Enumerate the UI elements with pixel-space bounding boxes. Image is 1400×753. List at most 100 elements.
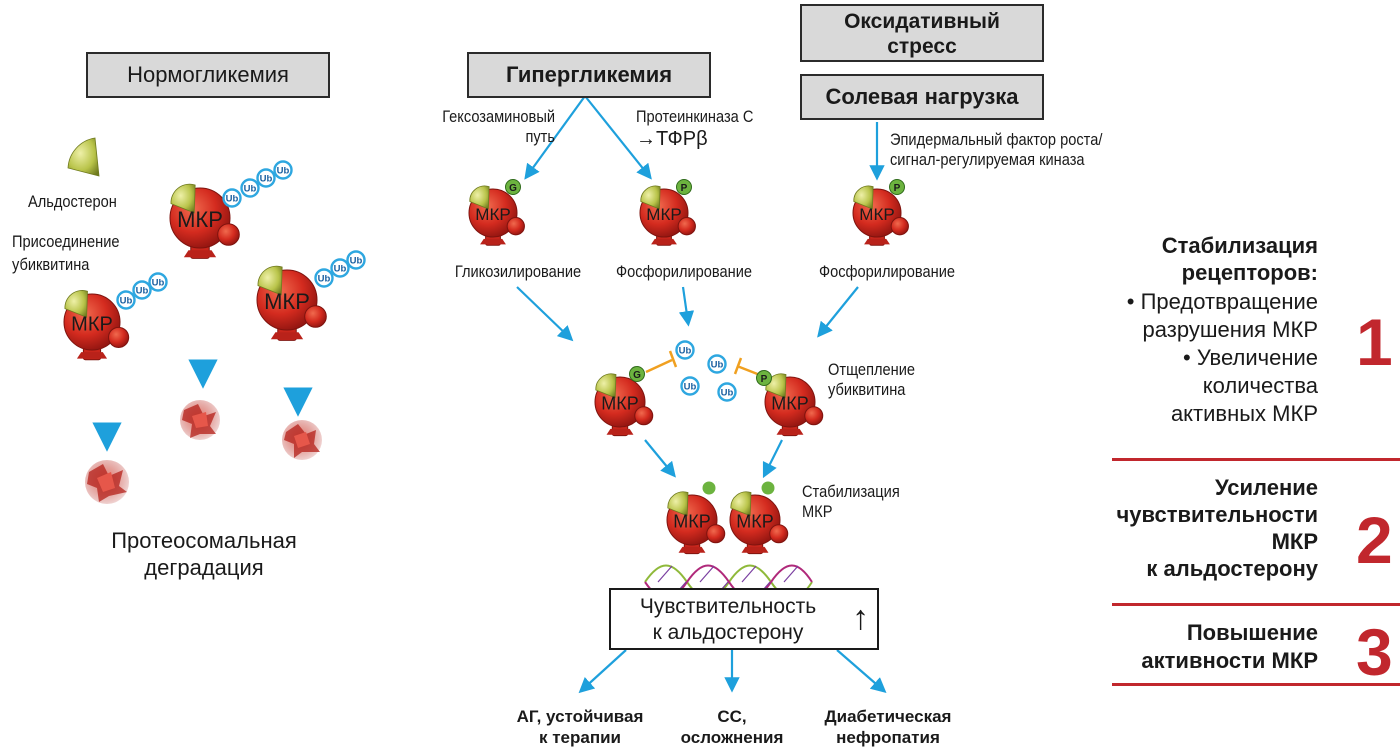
glycosylation-icon: G bbox=[505, 179, 521, 195]
svg-text:G: G bbox=[509, 183, 517, 194]
phosphorylation-icon: P bbox=[756, 370, 772, 386]
arrow-glyco-to-center bbox=[516, 286, 574, 342]
s2-line2: чувствительности bbox=[1116, 502, 1318, 527]
stab-line1: Стабилизация bbox=[802, 482, 900, 501]
s3-line2: активности МКР bbox=[1141, 648, 1318, 673]
ubiquitin-icon: Ub bbox=[330, 258, 350, 278]
svg-text:P: P bbox=[681, 183, 688, 194]
normoglycemia-box: Нормогликемия bbox=[86, 52, 330, 98]
deub-line2: убиквитина bbox=[828, 380, 906, 399]
svg-text:МКР: МКР bbox=[646, 205, 681, 224]
outcome-ah: АГ, устойчивая к терапии bbox=[516, 707, 644, 747]
svg-text:МКР: МКР bbox=[177, 207, 223, 232]
svg-text:МКР: МКР bbox=[736, 512, 774, 532]
svg-text:МКР: МКР bbox=[859, 205, 894, 224]
svg-text:МКР: МКР bbox=[475, 205, 510, 224]
sensitivity-box: Чувствительность к альдостерону ↑ bbox=[609, 588, 879, 650]
ubiquitin-icon: Ub bbox=[707, 354, 727, 374]
hexosamine-label: Гексозаминовый путь bbox=[395, 107, 555, 147]
svg-text:Ub: Ub bbox=[120, 296, 133, 307]
aldosterone-ligand-icon bbox=[469, 185, 490, 210]
pkc-label: Протеинкиназа С →ТФРβ bbox=[636, 107, 773, 151]
aldosterone-ligand-icon bbox=[640, 185, 661, 210]
svg-text:Ub: Ub bbox=[684, 382, 697, 393]
oxidative-stress-line2: стресс bbox=[887, 35, 957, 58]
section-divider-2 bbox=[1112, 603, 1400, 606]
mineralocorticoid-receptor: МКР bbox=[594, 373, 654, 437]
ubiquitin-icon: Ub bbox=[680, 376, 700, 396]
ubiquitin-icon: Ub bbox=[314, 268, 334, 288]
ubiquitin-icon: Ub bbox=[116, 290, 136, 310]
svg-text:Ub: Ub bbox=[711, 360, 724, 371]
svg-text:P: P bbox=[761, 374, 768, 385]
ubiquitin-icon: Ub bbox=[240, 178, 260, 198]
stabilization-label: Стабилизация МКР bbox=[802, 482, 916, 522]
svg-text:Ub: Ub bbox=[318, 274, 331, 285]
s2-line1: Усиление bbox=[1214, 475, 1318, 500]
arrow-phos1-to-center bbox=[678, 286, 695, 327]
oxidative-stress-box: Оксидативный стресс bbox=[800, 4, 1044, 62]
side-section-1: Стабилизация рецепторов: • Предотвращени… bbox=[1058, 232, 1318, 428]
mineralocorticoid-receptor: МКР bbox=[852, 185, 909, 246]
mineralocorticoid-receptor: МКР bbox=[468, 185, 525, 246]
pkc-line1: Протеинкиназа С bbox=[636, 107, 754, 126]
s3-line1: Повышение bbox=[1186, 620, 1318, 645]
s1-bullet2-line2: количества bbox=[1202, 373, 1318, 398]
sensitivity-line2: к альдостерону bbox=[652, 621, 804, 644]
ubiquitin-icon: Ub bbox=[675, 340, 695, 360]
deubiquitination-inhibitors bbox=[645, 350, 761, 377]
phosphorylation-label-1: Фосфорилирование bbox=[615, 262, 753, 281]
proteasomal-line1: Протеосомальная bbox=[111, 528, 297, 553]
mineralocorticoid-receptor: МКР bbox=[169, 183, 240, 259]
s1-bullet2-line1: • Увеличение bbox=[1183, 345, 1318, 370]
phosphorylation-icon: P bbox=[889, 179, 905, 195]
oxidative-stress-line1: Оксидативный bbox=[844, 10, 1000, 33]
svg-text:МКР: МКР bbox=[601, 394, 639, 414]
modification-icon bbox=[702, 481, 716, 495]
hexosamine-line2: путь bbox=[525, 127, 555, 146]
arrow-rightmr-to-stab bbox=[762, 439, 783, 479]
s2-line3: МКР bbox=[1271, 529, 1318, 554]
ubiquitin-icon: Ub bbox=[273, 160, 293, 180]
mineralocorticoid-receptor: МКР bbox=[256, 265, 327, 341]
proteasomal-line2: деградация bbox=[144, 555, 264, 580]
svg-text:G: G bbox=[633, 370, 641, 381]
s2-line4: к альдостерону bbox=[1146, 556, 1318, 581]
s1-title-line2: рецепторов: bbox=[1181, 260, 1318, 285]
svg-text:МКР: МКР bbox=[264, 289, 310, 314]
section-divider-1 bbox=[1112, 458, 1400, 461]
svg-text:МКР: МКР bbox=[771, 394, 809, 414]
arrow-to-ah bbox=[578, 649, 627, 694]
svg-text:Ub: Ub bbox=[226, 194, 239, 205]
hyperglycemia-box: Гипергликемия bbox=[467, 52, 711, 98]
mineralocorticoid-receptor: МКР bbox=[63, 290, 130, 361]
ubiquitin-icon: Ub bbox=[148, 272, 168, 292]
section-divider-3 bbox=[1112, 683, 1400, 686]
section-number-1: 1 bbox=[1356, 305, 1393, 379]
aldosterone-label: Альдостерон bbox=[28, 192, 117, 211]
section-number-2: 2 bbox=[1356, 503, 1393, 577]
mineralocorticoid-receptor: МКР bbox=[666, 491, 726, 555]
glycosylation-icon: G bbox=[629, 366, 645, 382]
svg-text:Ub: Ub bbox=[334, 264, 347, 275]
hexosamine-line1: Гексозаминовый bbox=[442, 107, 555, 126]
svg-text:Ub: Ub bbox=[679, 346, 692, 357]
salt-load-box: Солевая нагрузка bbox=[800, 74, 1044, 120]
aldosterone-ligand-icon bbox=[667, 491, 689, 517]
sensitivity-up-arrow: ↑ bbox=[852, 599, 869, 637]
svg-text:МКР: МКР bbox=[71, 313, 113, 335]
pkc-line2: →ТФРβ bbox=[636, 128, 708, 150]
svg-text:Ub: Ub bbox=[350, 256, 363, 267]
phosphorylation-label-2: Фосфорилирование bbox=[818, 262, 956, 281]
deub-line1: Отщепление bbox=[828, 360, 916, 379]
ubiquitin-icon: Ub bbox=[717, 382, 737, 402]
arrow-to-dn bbox=[836, 649, 887, 694]
s1-bullet2-line3: активных МКР bbox=[1170, 401, 1318, 426]
arrow-phos2-to-center bbox=[817, 286, 859, 338]
aldosterone-ligand-icon bbox=[595, 373, 617, 399]
normoglycemia-label: Нормогликемия bbox=[127, 62, 289, 87]
glycosylation-label: Гликозилирование bbox=[454, 262, 582, 281]
ubiquitin-icon: Ub bbox=[132, 280, 152, 300]
sensitivity-line1: Чувствительность bbox=[639, 595, 817, 618]
